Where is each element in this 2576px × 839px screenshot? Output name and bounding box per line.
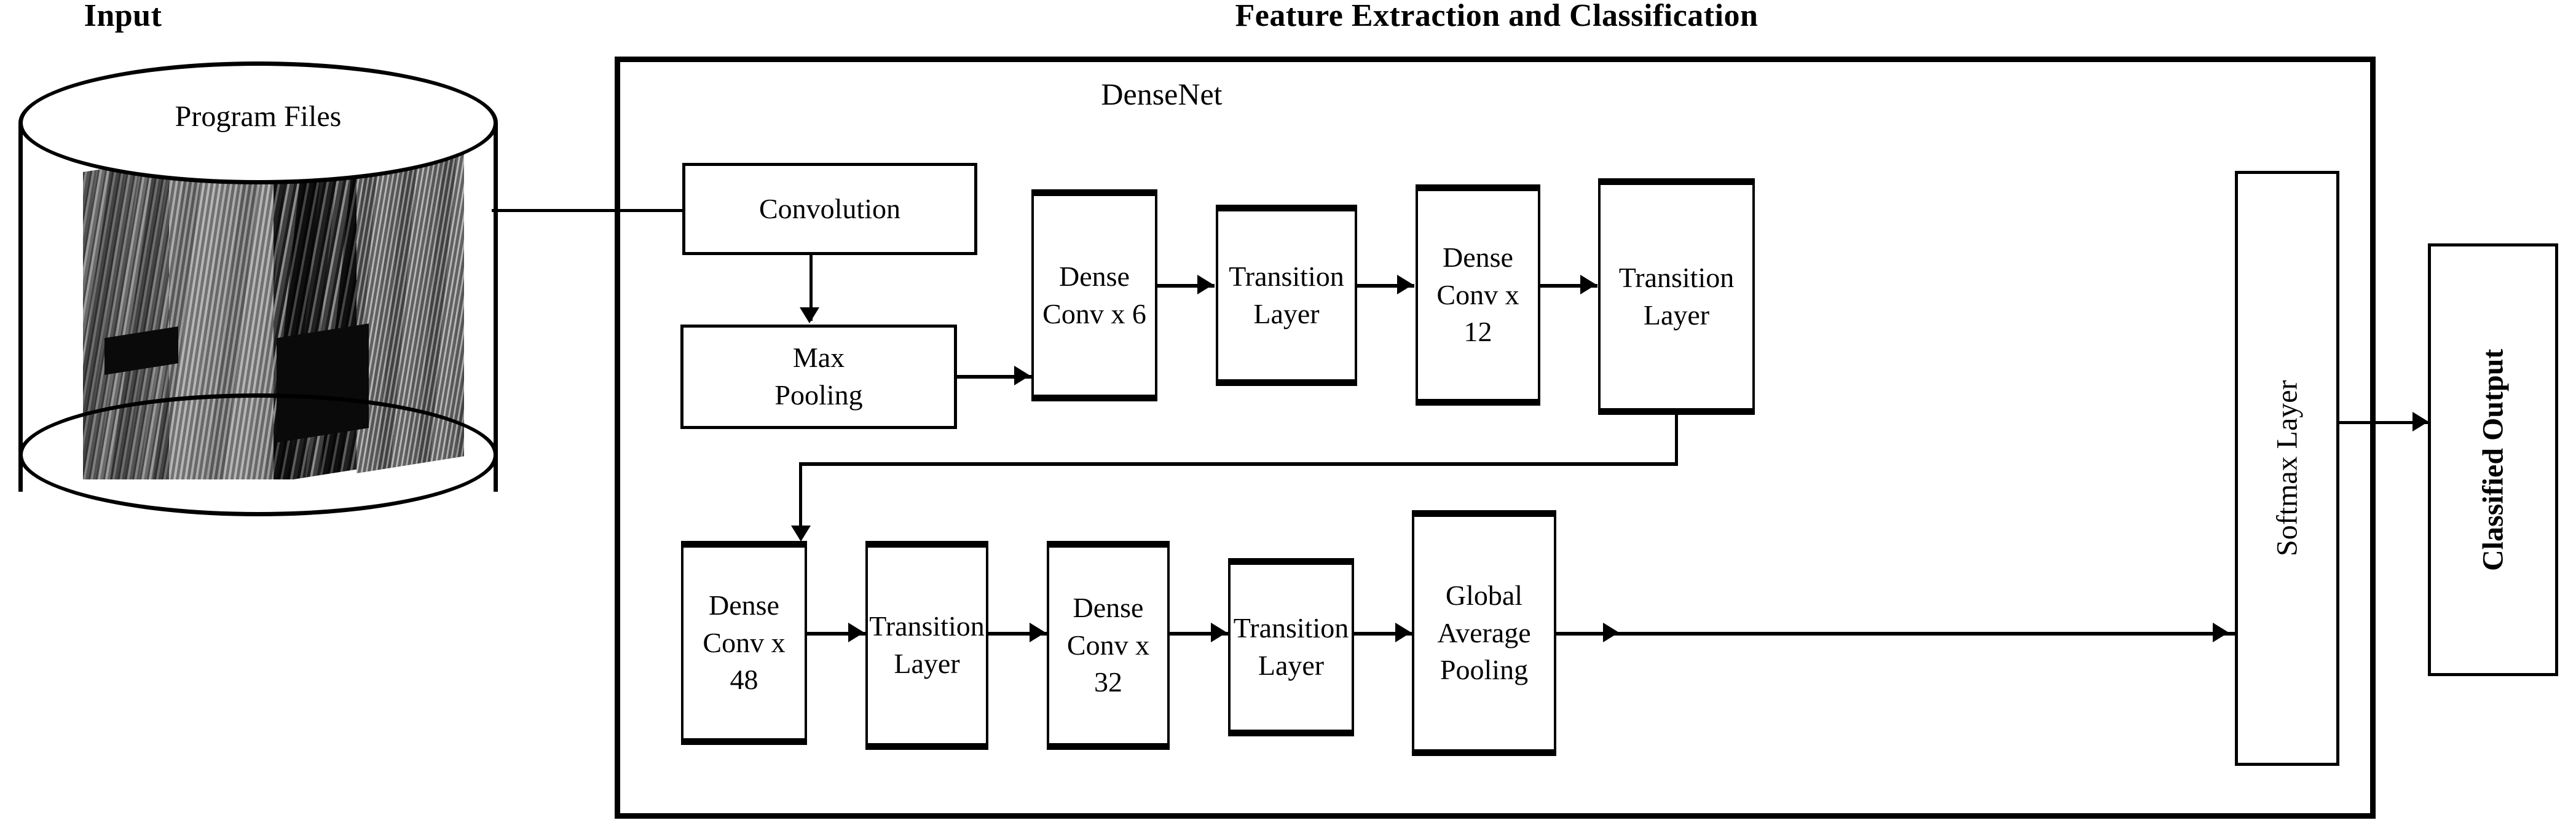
arrowhead-dense6-to-transition1 — [1197, 275, 1213, 294]
connector-transition4-to-gap — [1354, 632, 1412, 636]
arrowhead-dense12-to-transition2 — [1580, 275, 1596, 294]
densenet-container-frame — [615, 57, 2376, 819]
cylinder-body — [18, 123, 498, 492]
database-label: Program Files — [175, 100, 342, 133]
cylinder-bottom-ellipse — [18, 393, 498, 516]
arrowhead-maxpooling-to-dense6 — [1014, 366, 1030, 385]
arrowhead-dense32-to-transition4 — [1211, 623, 1227, 642]
arrowhead-into-softmax — [2213, 623, 2229, 642]
block-softmax-layer[interactable]: Softmax Layer — [2235, 171, 2339, 766]
connector-dense32-to-transition4 — [1170, 632, 1228, 636]
input-database-cylinder: Program Files — [18, 61, 498, 516]
arrowhead-gap-to-softmax — [1603, 623, 1619, 642]
input-section-title: Input — [84, 0, 162, 33]
arrowhead-transition3-to-dense32 — [1030, 623, 1046, 642]
connector-transition2-across — [799, 462, 1678, 466]
connector-softmax-to-output — [2339, 421, 2428, 424]
connector-transition1-to-dense12 — [1357, 284, 1414, 288]
arrowhead-transition4-to-gap — [1395, 623, 1411, 642]
feature-section-title: Feature Extraction and Classification — [1235, 0, 1759, 33]
densenet-subtitle: DenseNet — [1101, 77, 1223, 111]
connector-down-to-dense48 — [799, 462, 802, 539]
arrowhead-dense48-to-transition3 — [848, 623, 864, 642]
connector-dense12-to-transition2 — [1540, 284, 1597, 288]
connector-transition2-down — [1675, 413, 1678, 465]
arrowhead-softmax-to-output — [2413, 412, 2428, 431]
connector-maxpooling-to-dense6 — [957, 375, 1032, 379]
connector-dense48-to-transition3 — [807, 632, 865, 636]
connector-transition3-to-dense32 — [988, 632, 1047, 636]
arrowhead-transition1-to-dense12 — [1397, 275, 1413, 294]
block-convolution-label: Convolution — [758, 192, 901, 224]
arrowhead-convolution-to-maxpooling — [800, 307, 819, 323]
connector-input-to-convolution — [492, 209, 704, 212]
cylinder-top-ellipse — [18, 61, 498, 184]
block-convolution[interactable]: Convolution — [682, 163, 977, 255]
block-softmax-layer-label: Softmax Layer — [2271, 380, 2304, 557]
arrowhead-down-to-dense48 — [791, 526, 811, 542]
block-classified-output[interactable]: Classified Output — [2428, 243, 2558, 676]
connector-dense6-to-transition1 — [1157, 284, 1215, 288]
block-classified-output-label: Classified Output — [2476, 349, 2510, 571]
connector-convolution-to-maxpooling — [809, 253, 813, 321]
connector-gap-to-softmax-run — [1556, 632, 2235, 636]
